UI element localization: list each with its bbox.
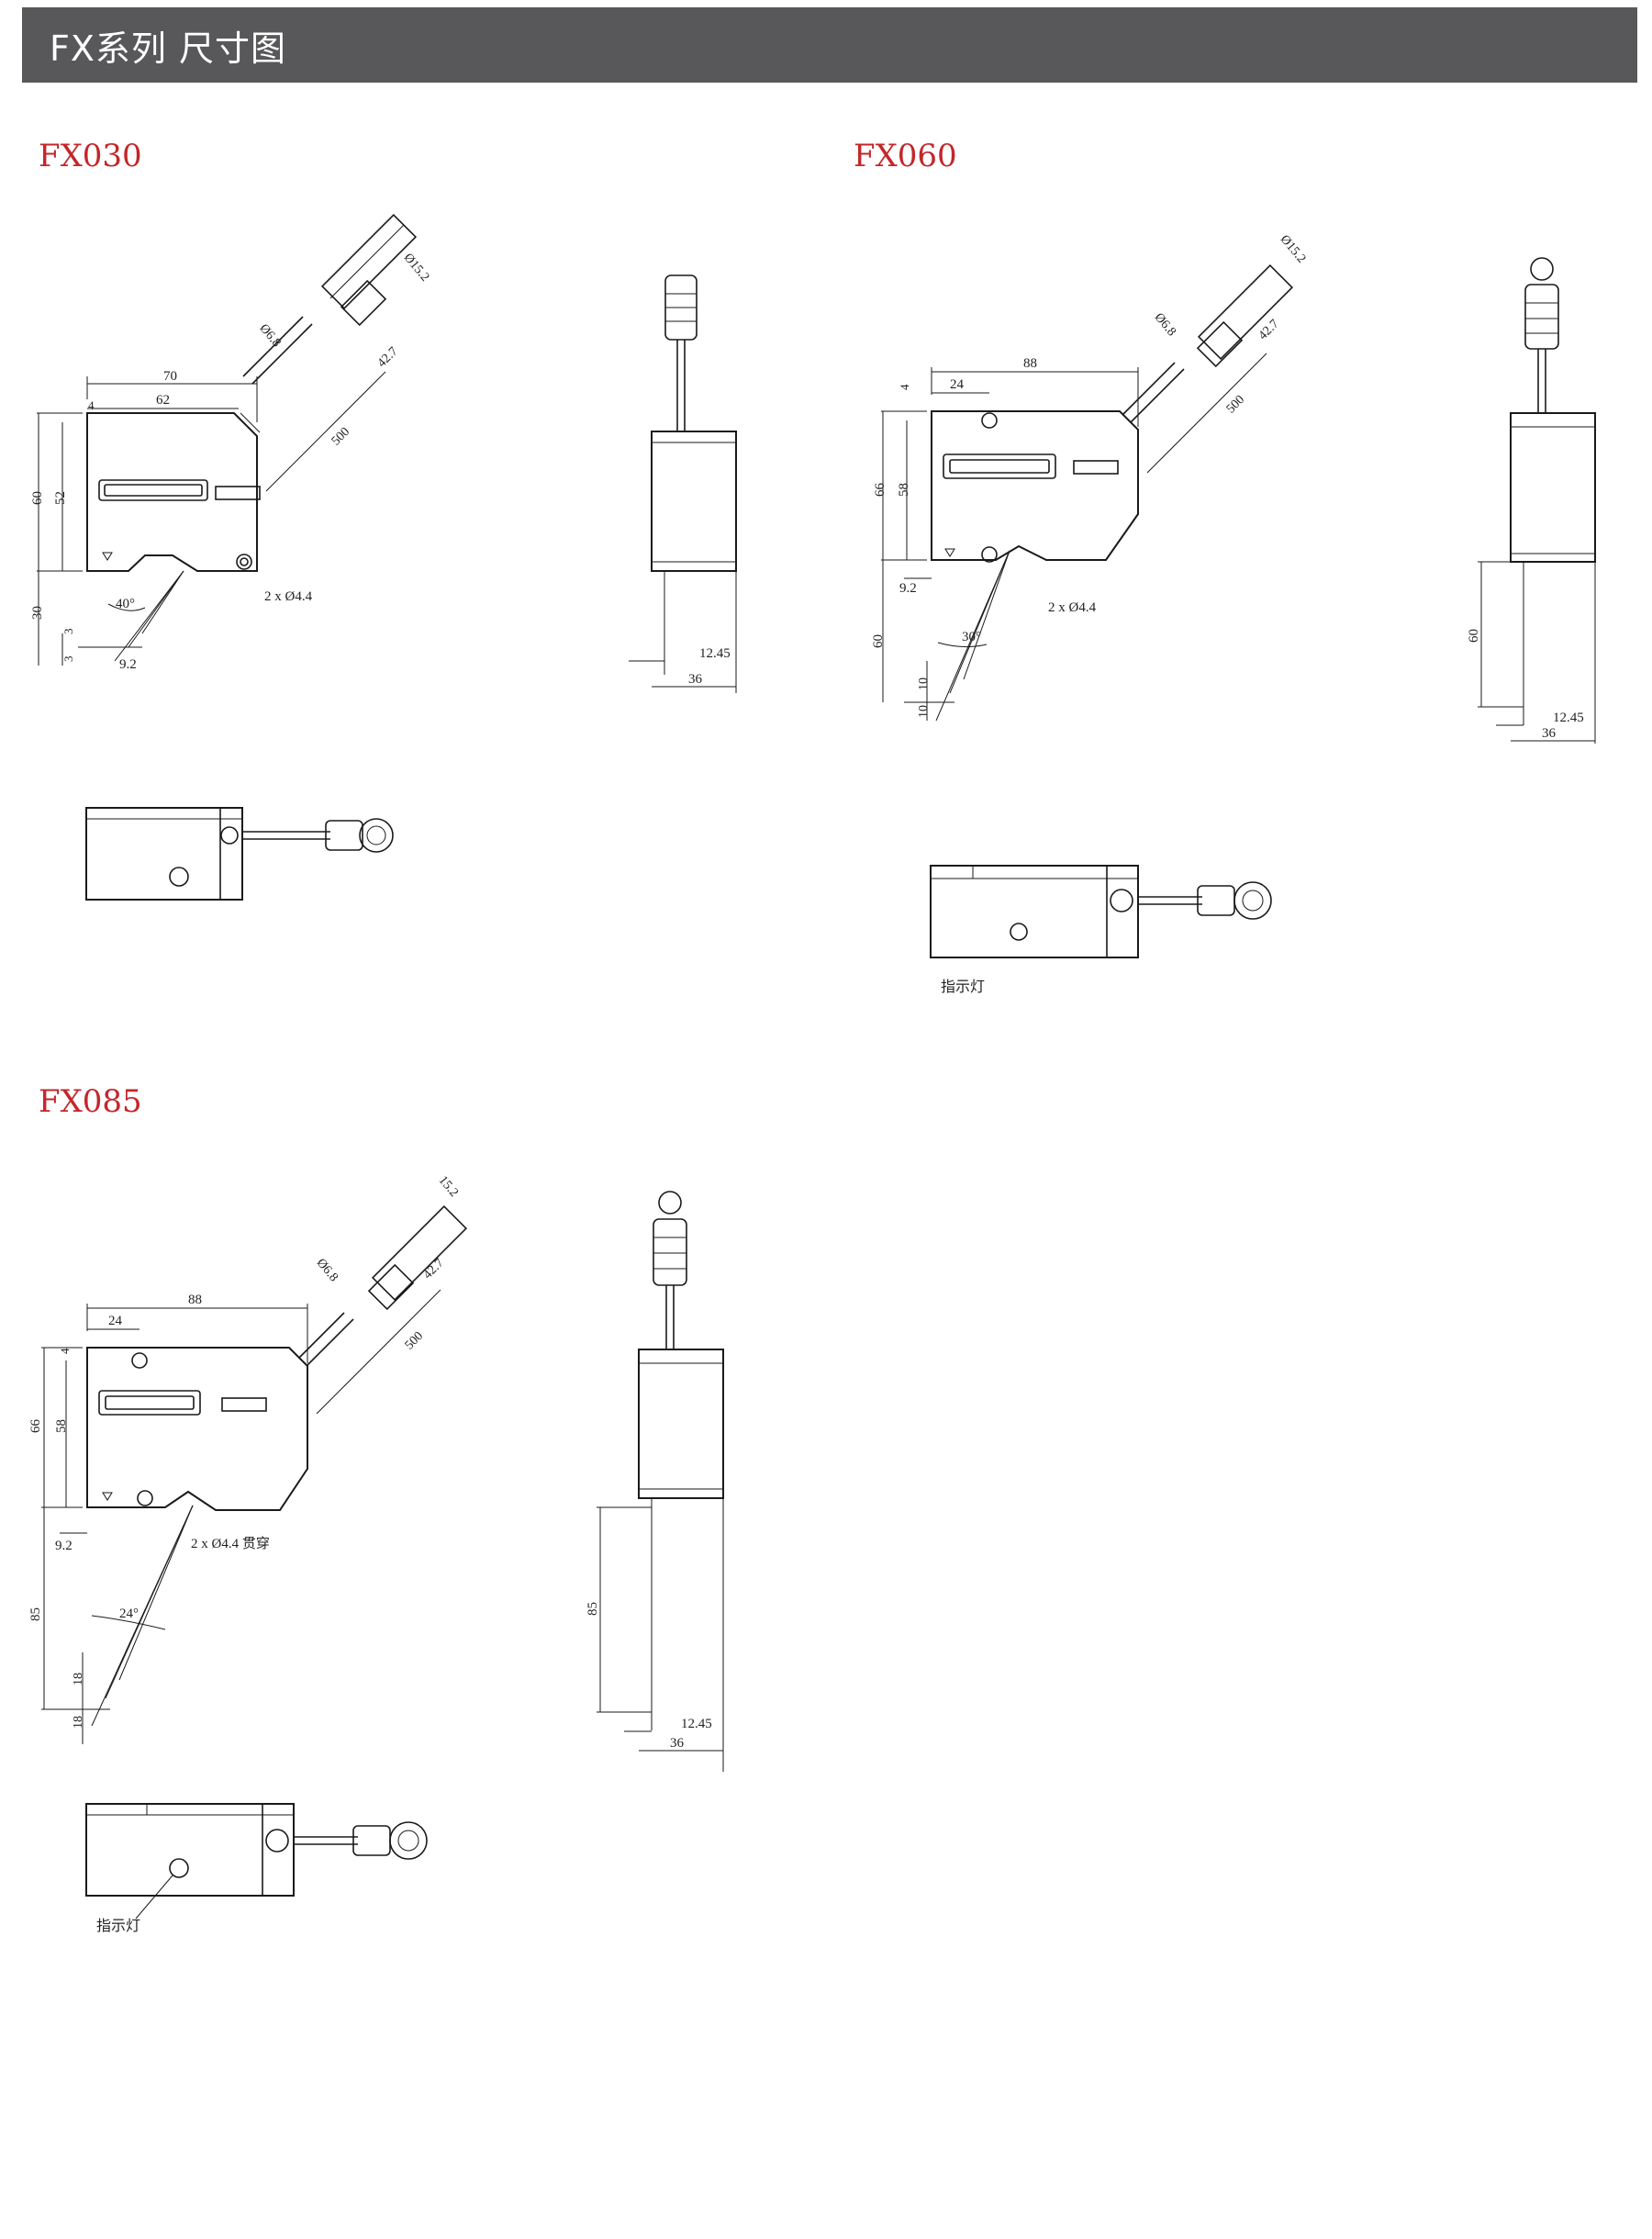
dim-fx030-side-36: 36 — [688, 672, 703, 687]
dim-fx060-4: 4 — [898, 384, 911, 390]
dim-fx030-d15.2: Ø15.2 — [401, 251, 432, 284]
header-bar: FX系列 尺寸图 — [22, 7, 1637, 83]
fx060-top-view: 指示灯 — [930, 865, 1272, 995]
indicator-label-fx085: 指示灯 — [96, 1918, 140, 1934]
dim-fx085-18a: 18 — [72, 1673, 85, 1685]
dim-fx060-side-60: 60 — [1467, 629, 1481, 643]
dim-fx030-angle: 40° — [116, 597, 135, 611]
model-label-fx030: FX030 — [39, 138, 142, 174]
dim-fx085-holes: 2 x Ø4.4 贯穿 — [191, 1536, 270, 1551]
dim-fx085-side-12.45: 12.45 — [681, 1717, 712, 1731]
dim-fx030-9.2: 9.2 — [119, 657, 137, 672]
dim-fx030-60: 60 — [30, 491, 45, 505]
fx085-side-view: 85 12.45 36 — [586, 1191, 724, 1772]
dim-fx030-42.7: 42.7 — [375, 345, 401, 371]
dim-fx085-58: 58 — [54, 1419, 69, 1433]
fx085-body — [86, 1347, 308, 1511]
fx030-body — [86, 412, 258, 572]
model-label-fx085: FX085 — [39, 1083, 142, 1120]
dim-fx060-9.2: 9.2 — [899, 581, 917, 596]
dim-fx085-9.2: 9.2 — [55, 1539, 73, 1553]
dim-fx030-d6.8: Ø6.8 — [256, 321, 283, 350]
dim-fx060-58: 58 — [897, 483, 911, 497]
dim-fx085-88: 88 — [188, 1293, 202, 1307]
dim-fx085-66: 66 — [28, 1419, 43, 1434]
fx060-side-view: 60 12.45 36 — [1467, 257, 1596, 744]
fx030-front-view: 70 62 4 60 52 30 3 3 9.2 40° 2 x Ø4.4 Ø6… — [30, 213, 432, 672]
dim-fx060-60: 60 — [871, 634, 886, 648]
dim-fx085-18b: 18 — [72, 1716, 85, 1729]
dim-fx030-3a: 3 — [61, 629, 75, 635]
fx085-cable — [293, 1204, 468, 1371]
dim-fx030-500: 500 — [329, 425, 352, 448]
dim-fx085-d6.8: Ø6.8 — [314, 1256, 340, 1284]
dim-fx085-side-85: 85 — [586, 1602, 600, 1616]
dim-fx030-62: 62 — [156, 393, 170, 408]
fx085-front-view: 88 24 4 66 58 9.2 85 18 18 24° 2 x Ø4.4 … — [28, 1173, 468, 1744]
fx030-top-view — [85, 807, 394, 901]
model-label-fx060: FX060 — [854, 138, 957, 174]
dim-fx085-angle: 24° — [119, 1606, 139, 1621]
fx060-cable — [1119, 263, 1294, 425]
dim-fx060-d6.8: Ø6.8 — [1152, 310, 1178, 339]
dim-fx060-66: 66 — [873, 483, 887, 498]
dim-fx060-holes: 2 x Ø4.4 — [1048, 600, 1097, 615]
page-title: FX系列 尺寸图 — [50, 28, 286, 69]
dim-fx060-d15.2: Ø15.2 — [1278, 232, 1309, 265]
dim-fx030-side-12.45: 12.45 — [699, 646, 731, 661]
dim-fx060-10a: 10 — [917, 677, 931, 690]
fx085-top-view: 指示灯 — [85, 1803, 428, 1934]
dim-fx060-side-36: 36 — [1542, 726, 1557, 741]
dim-fx030-holes: 2 x Ø4.4 — [264, 589, 313, 604]
dim-fx030-70: 70 — [163, 369, 177, 384]
dim-fx085-d15.2: 15.2 — [436, 1173, 461, 1199]
dim-fx085-85: 85 — [28, 1607, 43, 1621]
dim-fx030-3b: 3 — [61, 656, 75, 663]
dim-fx085-24: 24 — [108, 1314, 123, 1328]
dim-fx060-side-12.45: 12.45 — [1553, 711, 1584, 725]
fx030-side-view: 12.45 36 — [629, 274, 737, 693]
dim-fx030-30: 30 — [30, 606, 45, 620]
dim-fx060-88: 88 — [1023, 356, 1037, 371]
dim-fx085-42.7: 42.7 — [421, 1257, 447, 1282]
dim-fx085-500: 500 — [403, 1329, 426, 1352]
dim-fx060-42.7: 42.7 — [1256, 318, 1282, 343]
indicator-label-fx060: 指示灯 — [941, 979, 985, 995]
fx060-front-view: 88 24 4 66 58 9.2 60 10 10 30° 2 x Ø4.4 … — [871, 232, 1309, 722]
dim-fx060-500: 500 — [1224, 393, 1247, 416]
dim-fx085-side-36: 36 — [670, 1736, 685, 1751]
dim-fx030-52: 52 — [53, 491, 68, 505]
dim-fx030-4: 4 — [88, 398, 95, 412]
dim-fx060-10b: 10 — [917, 705, 931, 718]
dim-fx085-4: 4 — [58, 1348, 72, 1354]
dim-fx060-angle: 30° — [962, 630, 981, 644]
dim-fx060-24: 24 — [950, 377, 965, 392]
fx030-cable — [242, 213, 418, 385]
fx060-body — [931, 410, 1139, 561]
